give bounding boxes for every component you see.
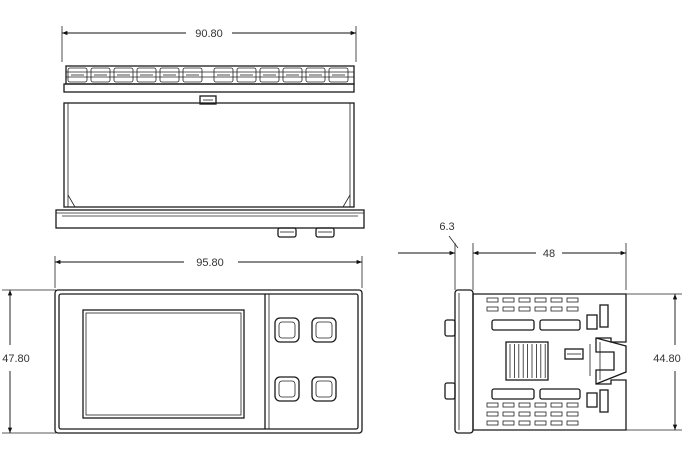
small-connector: [599, 304, 609, 328]
slot: [539, 319, 581, 331]
vent-slot: [486, 402, 499, 408]
vent-slot: [534, 411, 547, 417]
dimension-front-height: 47.80: [0, 289, 56, 434]
terminal-block-row: [65, 65, 355, 85]
button-stub: [277, 227, 297, 238]
front-button: [311, 317, 337, 343]
dimension-label-side-bezel: 6.3: [439, 221, 454, 233]
button-grid: [274, 317, 337, 402]
dimension-side-height: 44.80: [626, 293, 688, 431]
vent-slot: [518, 297, 531, 303]
terminal-screw: [328, 67, 349, 83]
small-connector: [564, 348, 584, 360]
side-view: 6.3 48 44.80: [398, 221, 688, 434]
dimension-label-side-height: 44.80: [653, 353, 681, 365]
dimension-front-width: 95.80: [54, 256, 363, 288]
vent-slot: [518, 306, 531, 312]
slot: [491, 388, 535, 400]
terminal-screw: [113, 67, 134, 83]
side-clip: [444, 382, 456, 400]
top-view: 90.80: [55, 26, 365, 238]
terminal-screw: [159, 67, 180, 83]
side-clip: [444, 319, 456, 337]
terminal-screw: [213, 67, 234, 83]
housing-body: [63, 102, 355, 208]
vent-slot: [486, 306, 499, 312]
slot: [539, 388, 581, 400]
top-view-bezel: [55, 209, 365, 229]
terminal-screw: [305, 67, 326, 83]
vent-slot: [566, 306, 579, 312]
side-housing: [472, 293, 627, 431]
vent-slot: [566, 297, 579, 303]
vent-slot: [502, 306, 515, 312]
vent-slot: [566, 402, 579, 408]
vent-slot: [534, 420, 547, 426]
dimension-side-bezel: 6.3: [398, 221, 474, 290]
vent-slot: [566, 411, 579, 417]
heatsink-block: [505, 341, 549, 381]
slot: [491, 319, 535, 331]
front-button: [274, 317, 300, 343]
small-connector: [599, 389, 609, 413]
vent-slot: [550, 420, 563, 426]
connector-profile: [595, 337, 627, 385]
terminal-screw: [236, 67, 257, 83]
small-connector: [586, 314, 598, 330]
vent-slot: [502, 420, 515, 426]
vent-slot: [486, 420, 499, 426]
vent-slot: [550, 297, 563, 303]
front-view: 95.80 47.80: [0, 256, 363, 434]
vent-slot: [518, 402, 531, 408]
terminal-screw: [259, 67, 280, 83]
side-bezel: [454, 289, 474, 434]
vent-slot: [502, 297, 515, 303]
display-screen: [82, 309, 245, 419]
dimension-label-front-width: 95.80: [196, 257, 224, 269]
vent-slots: [486, 297, 579, 426]
dimension-side-depth: 48: [473, 243, 627, 290]
front-button: [274, 376, 300, 402]
dimension-label-top-width: 90.80: [195, 28, 223, 40]
front-button: [311, 376, 337, 402]
vent-slot: [486, 297, 499, 303]
terminal-screw: [90, 67, 111, 83]
vent-slot: [550, 411, 563, 417]
vent-slot: [534, 306, 547, 312]
front-bezel: [54, 289, 363, 434]
vent-slot: [550, 306, 563, 312]
vent-slot: [534, 297, 547, 303]
small-connector: [586, 392, 598, 408]
vent-slot: [518, 411, 531, 417]
dimension-label-front-height: 47.80: [2, 353, 30, 365]
dimension-top-width: 90.80: [61, 26, 357, 62]
button-stub: [315, 227, 335, 238]
terminal-screw: [182, 67, 203, 83]
latch-tab: [199, 95, 217, 105]
terminal-screw: [282, 67, 303, 83]
vent-slot: [502, 402, 515, 408]
dimension-label-side-depth: 48: [543, 248, 555, 260]
terminal-screw: [136, 67, 157, 83]
vent-slot: [534, 402, 547, 408]
vent-slot: [550, 402, 563, 408]
vent-slot: [502, 411, 515, 417]
terminal-screw: [67, 67, 88, 83]
housing-top-rail: [63, 83, 355, 93]
vent-slot: [486, 411, 499, 417]
vent-slot: [566, 420, 579, 426]
vent-slot: [518, 420, 531, 426]
